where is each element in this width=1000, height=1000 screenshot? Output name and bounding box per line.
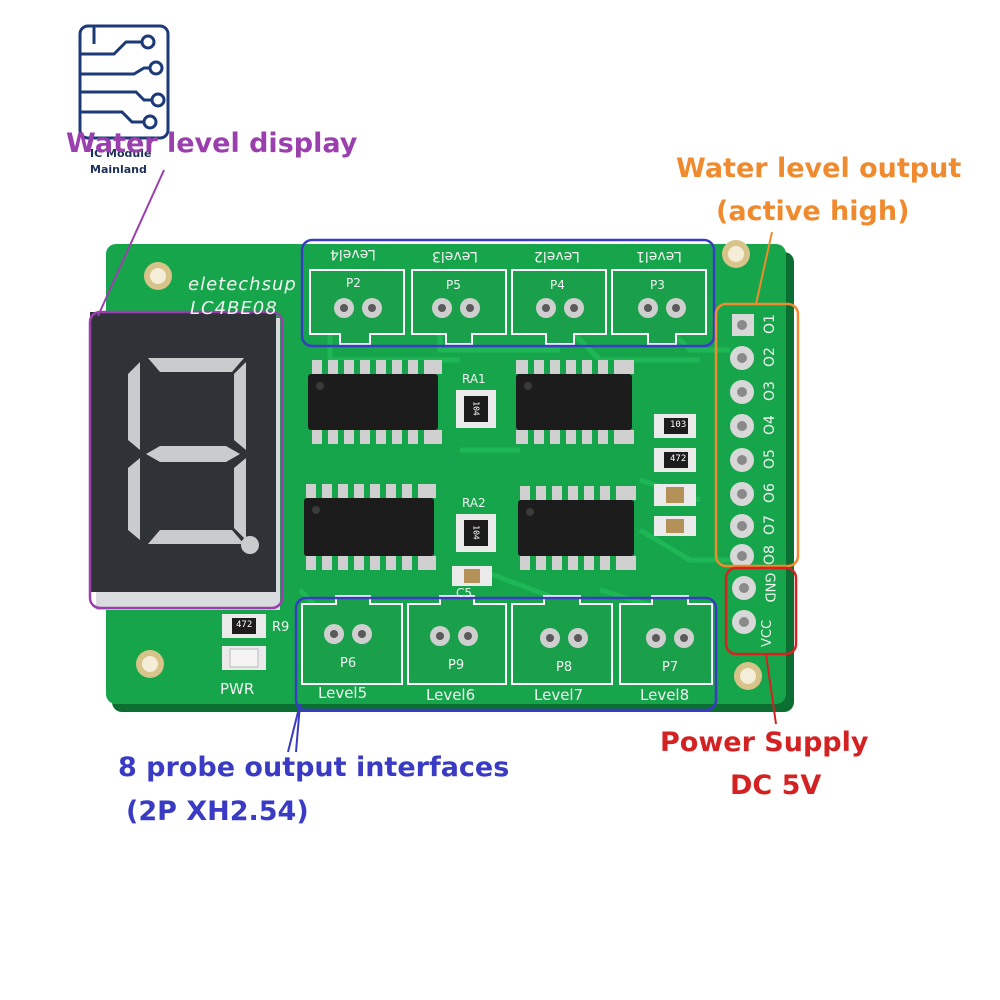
header-pins: [730, 314, 756, 634]
logo-line-1: IC Module: [90, 147, 152, 160]
smd-code-2: 472: [670, 454, 687, 464]
brand-logo: IC Module Mainland: [74, 24, 174, 176]
power-leader-line: [765, 653, 777, 725]
display-leader-line: [97, 169, 165, 317]
top-designator-4: P3: [650, 278, 665, 292]
bottom-level-label-1: Level5: [318, 684, 368, 702]
bottom-connector-pads: [324, 624, 694, 648]
top-level-label-4: Level1: [636, 248, 682, 264]
output-annotation-line-1: Water level output: [676, 153, 962, 184]
probe-leader-line-1: [287, 703, 301, 753]
resistor-arrays: [456, 390, 496, 552]
capacitor-label: C5: [456, 586, 473, 600]
board-model: LC4BE08: [190, 298, 278, 319]
smd-code-1: 103: [670, 420, 687, 430]
top-connectors-highlight-box: [300, 238, 716, 348]
power-annotation-line-1: Power Supply: [660, 727, 869, 758]
top-level-label-3: Level2: [534, 248, 580, 264]
resistor-array-label-1: RA1: [462, 372, 486, 386]
probe-annotation-line-1: 8 probe output interfaces: [118, 752, 510, 783]
ic-chips: [304, 360, 636, 570]
top-level-label-1: Level4: [330, 246, 376, 262]
bottom-designator-4: P7: [662, 660, 679, 675]
resistor-array-label-2: RA2: [462, 496, 486, 510]
bottom-level-label-4: Level8: [640, 686, 690, 704]
output-label-7: O7: [761, 515, 778, 535]
smd-parts: [222, 414, 696, 670]
display-highlight-box: [88, 310, 284, 610]
bottom-designator-3: P8: [556, 660, 573, 675]
output-label-4: O4: [761, 415, 778, 435]
smd-code-4: 104: [471, 401, 481, 416]
board-brand: eletechsup: [188, 274, 297, 295]
probe-leader-line-2: [295, 703, 301, 753]
output-leader-line: [755, 231, 773, 305]
power-pin-label-vcc: VCC: [760, 619, 776, 648]
top-designator-3: P4: [550, 278, 565, 292]
probe-annotation-line-2: (2P XH2.54): [126, 796, 309, 827]
output-label-2: O2: [761, 347, 778, 367]
output-label-3: O3: [761, 381, 778, 401]
bottom-designator-2: P9: [448, 658, 465, 673]
output-label-1: O1: [761, 314, 778, 334]
top-level-label-2: Level3: [432, 248, 478, 264]
top-connector-pads: [334, 298, 686, 318]
bottom-connectors-highlight-box: [294, 596, 718, 712]
power-highlight-box: [724, 566, 798, 656]
power-annotation-line-2: DC 5V: [730, 770, 822, 801]
circuit-logo-icon: [78, 24, 170, 140]
logo-line-2: Mainland: [90, 163, 147, 176]
output-label-6: O6: [761, 483, 778, 503]
bottom-connector-housings: [301, 595, 713, 685]
pwr-label: PWR: [220, 680, 255, 698]
bottom-level-label-2: Level6: [426, 686, 476, 704]
output-label-5: O5: [761, 449, 778, 469]
seven-segment-display: [90, 312, 280, 610]
bottom-designator-1: P6: [340, 656, 357, 671]
top-designator-1: P2: [346, 276, 361, 290]
bottom-level-label-3: Level7: [534, 686, 584, 704]
mounting-holes: [136, 240, 762, 690]
output-label-8: O8: [761, 545, 778, 565]
display-annotation: Water level display: [66, 128, 358, 159]
resistor-label: R9: [272, 620, 290, 635]
smd-code-5: 104: [471, 525, 481, 540]
smd-code-3: 472: [236, 620, 253, 630]
top-connector-housings: [309, 269, 707, 345]
top-designator-2: P5: [446, 278, 461, 292]
power-pin-label-gnd: GND: [761, 572, 777, 603]
output-annotation-line-2: (active high): [716, 196, 910, 227]
